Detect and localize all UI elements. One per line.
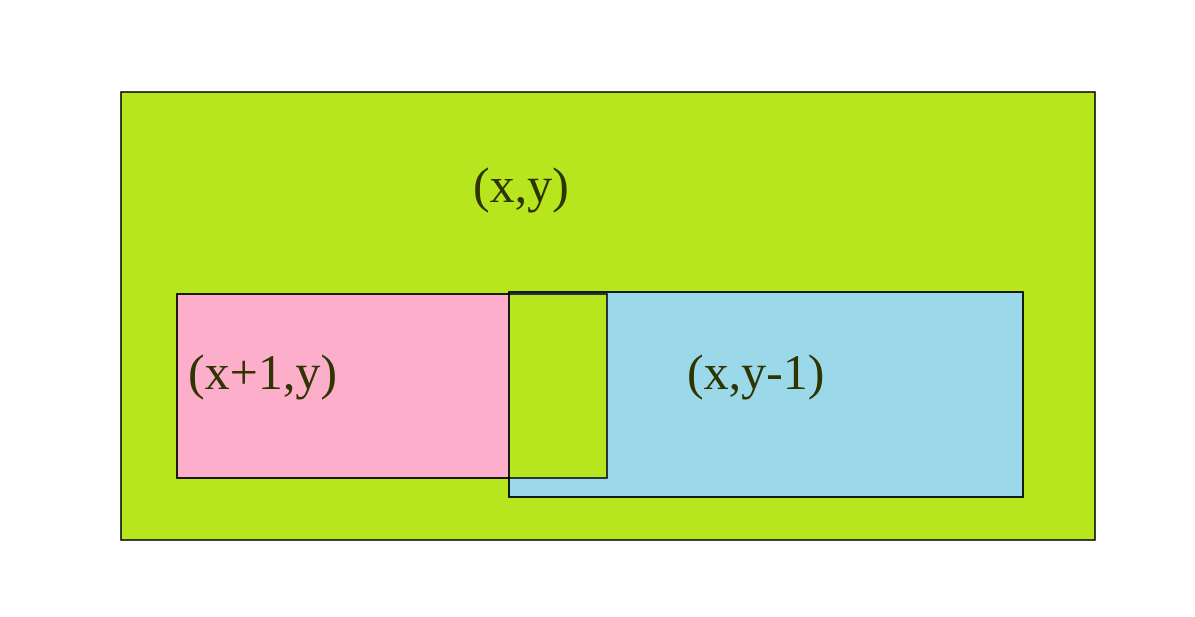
left-region-outline: [176, 293, 608, 479]
overlap-region: [510, 295, 606, 477]
right-region-label: (x,y-1): [687, 344, 824, 400]
right-region-outline: [508, 291, 1024, 498]
left-region-label: (x+1,y): [188, 344, 337, 400]
outer-region-label: (x,y): [473, 157, 569, 213]
